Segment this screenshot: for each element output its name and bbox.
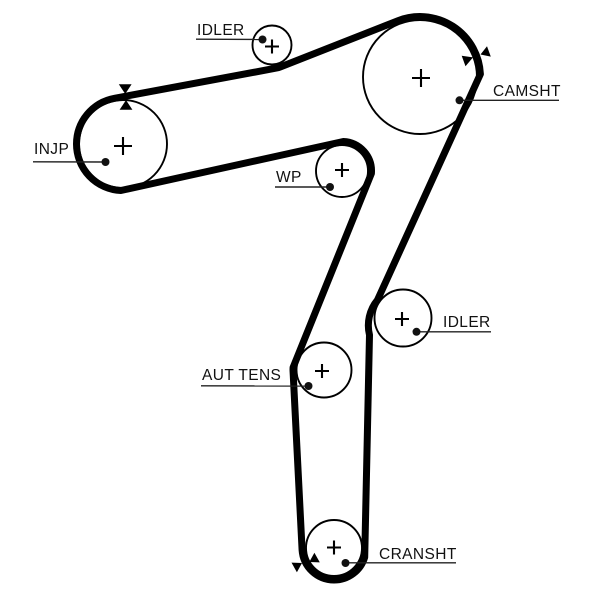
automatic-tensioner-label: AUT TENS [202, 367, 281, 384]
alignment-arrows-crankshaft [291, 552, 320, 573]
idler-top-center-mark [265, 39, 279, 54]
pulley-crankshaft [305, 519, 363, 577]
alignment-arrows-camshaft [461, 46, 491, 67]
idler-lower-right-center-mark [395, 312, 409, 326]
alignment-arrows-injection-pump [118, 84, 133, 110]
camshaft-leader-dot [455, 96, 464, 105]
automatic-tensioner-center-mark [315, 364, 329, 378]
crankshaft-circle [305, 519, 363, 577]
camshaft-label: CAMSHT [493, 83, 561, 100]
pulley-injection-pump [78, 99, 168, 189]
injection-pump-leader-dot [101, 158, 110, 166]
idler-top-label: IDLER [197, 22, 245, 39]
pulley-idler-top [251, 24, 293, 66]
label-group-water-pump: WP [275, 169, 334, 191]
crankshaft-leader-dot [341, 559, 350, 567]
camshaft-circle [362, 19, 478, 135]
label-group-idler-top: IDLER [195, 22, 267, 44]
camshaft-center-mark [412, 69, 430, 87]
pulley-camshaft [362, 19, 478, 135]
arrow-outward-icon [461, 55, 473, 67]
pulley-idler-lower-right [373, 288, 433, 348]
pulley-water-pump [315, 144, 369, 198]
pulley-automatic-tensioner [295, 341, 353, 399]
crankshaft-center-mark [327, 540, 341, 555]
label-group-automatic-tensioner: AUT TENS [200, 367, 313, 390]
injection-pump-circle [78, 99, 168, 189]
arrow-down-icon [118, 84, 132, 94]
arrow-toward-belt-icon [291, 562, 302, 573]
idler-lower-right-leader-dot [412, 327, 421, 336]
arrow-from-center-icon [309, 552, 320, 563]
timing-belt [72, 13, 484, 584]
label-group-injection-pump: INJP [32, 141, 110, 166]
label-group-idler-lower-right: IDLER [412, 314, 491, 336]
arrow-up-icon [119, 100, 133, 110]
water-pump-label: WP [276, 169, 302, 186]
water-pump-center-mark [335, 163, 349, 177]
idler-top-circle [251, 24, 293, 66]
idler-lower-right-label: IDLER [443, 314, 491, 331]
label-group-crankshaft: CRANSHT [341, 546, 457, 567]
label-group-camshaft: CAMSHT [455, 83, 561, 105]
water-pump-leader-dot [326, 183, 334, 191]
automatic-tensioner-circle [295, 341, 353, 399]
automatic-tensioner-leader-dot [304, 382, 313, 390]
crankshaft-label: CRANSHT [379, 546, 457, 563]
injection-pump-center-mark [114, 137, 132, 155]
injection-pump-label: INJP [34, 141, 69, 158]
idler-lower-right-circle [373, 288, 433, 348]
arrow-inward-icon [480, 46, 491, 57]
water-pump-circle [315, 144, 369, 198]
idler-top-leader-dot [258, 35, 267, 44]
